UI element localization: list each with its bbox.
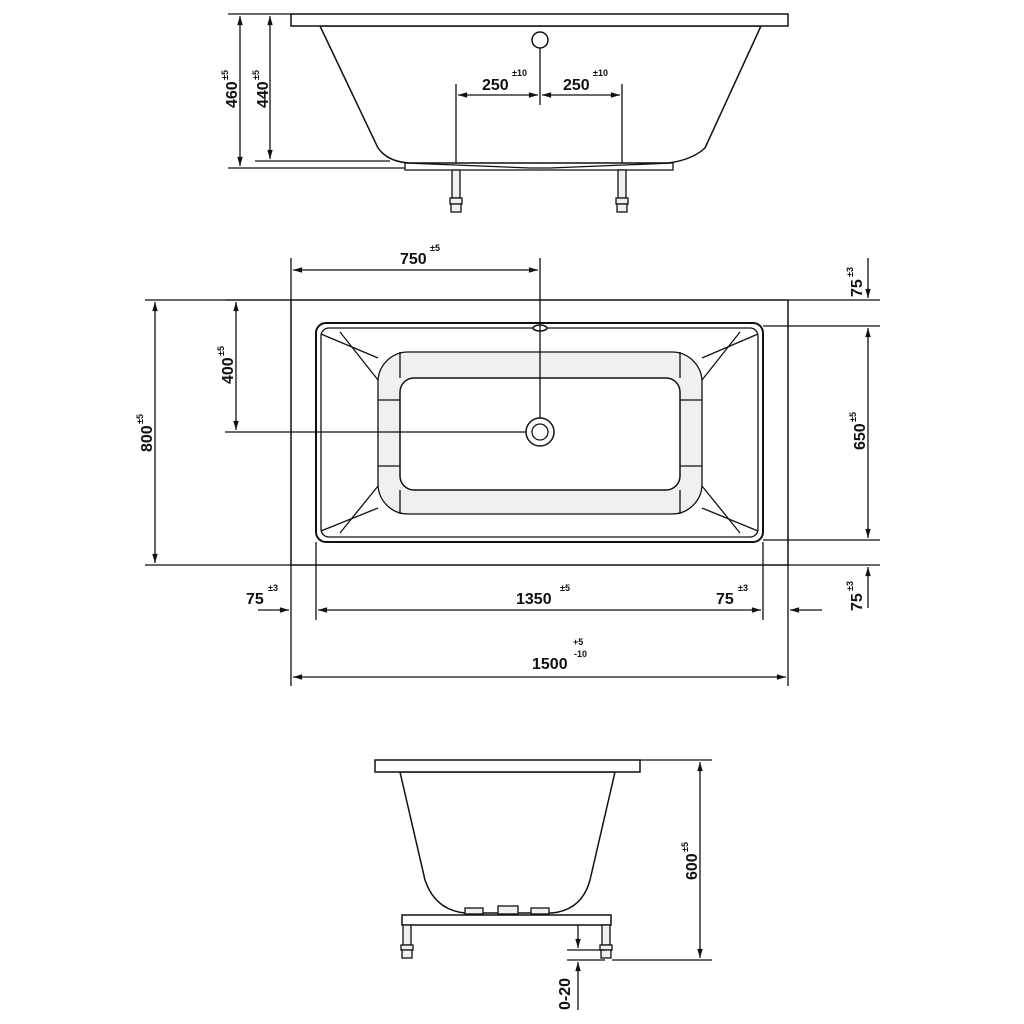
leg-left bbox=[449, 169, 463, 213]
dim-0-20: 0-20 bbox=[557, 978, 574, 1010]
dim-1350: 1350 bbox=[516, 591, 552, 608]
plan-view: 750 ±5 400 ±5 800 ±5 650 ±5 75 ±3 75 ±3 … bbox=[135, 243, 880, 686]
svg-text:+5: +5 bbox=[573, 637, 583, 647]
svg-text:±5: ±5 bbox=[680, 842, 690, 852]
svg-text:±5: ±5 bbox=[560, 583, 570, 593]
dim-75-top: 75 bbox=[849, 279, 866, 297]
drain-icon bbox=[525, 417, 555, 447]
dim-600: 600 bbox=[684, 853, 701, 880]
svg-text:±5: ±5 bbox=[216, 346, 226, 356]
dim-75-right: 75 bbox=[716, 591, 734, 608]
leg-right bbox=[615, 169, 629, 213]
leg-left bbox=[400, 924, 414, 959]
svg-text:±5: ±5 bbox=[135, 414, 145, 424]
dim-400: 400 bbox=[220, 357, 237, 384]
svg-text:±3: ±3 bbox=[845, 267, 855, 277]
dim-75-left: 75 bbox=[246, 591, 264, 608]
side-view-long: 460 ±5 440 ±5 250 ±10 250 ±10 bbox=[220, 13, 789, 213]
tub-rim bbox=[290, 13, 789, 27]
dim-1500: 1500 bbox=[532, 656, 568, 673]
dim-750: 750 bbox=[400, 251, 427, 268]
svg-text:±5: ±5 bbox=[848, 412, 858, 422]
side-view-short: 600 ±5 0-20 bbox=[374, 759, 712, 1010]
dim-650: 650 bbox=[852, 423, 869, 450]
overflow-icon bbox=[531, 31, 549, 49]
dim-75-bottom: 75 bbox=[849, 593, 866, 611]
dim-250-right: 250 bbox=[563, 77, 590, 94]
svg-text:±3: ±3 bbox=[845, 581, 855, 591]
dim-250-left: 250 bbox=[482, 77, 509, 94]
svg-text:±5: ±5 bbox=[430, 243, 440, 253]
leg-right bbox=[599, 924, 613, 959]
svg-text:±5: ±5 bbox=[251, 70, 261, 80]
dim-800: 800 bbox=[139, 425, 156, 452]
svg-text:±5: ±5 bbox=[220, 70, 230, 80]
svg-text:±3: ±3 bbox=[268, 583, 278, 593]
dim-460: 460 bbox=[224, 81, 241, 108]
dim-440: 440 bbox=[255, 81, 272, 108]
svg-text:±10: ±10 bbox=[512, 68, 527, 78]
tub-rim bbox=[374, 759, 641, 773]
svg-text:-10: -10 bbox=[574, 649, 587, 659]
svg-text:±10: ±10 bbox=[593, 68, 608, 78]
svg-text:±3: ±3 bbox=[738, 583, 748, 593]
support-frame bbox=[401, 914, 612, 926]
